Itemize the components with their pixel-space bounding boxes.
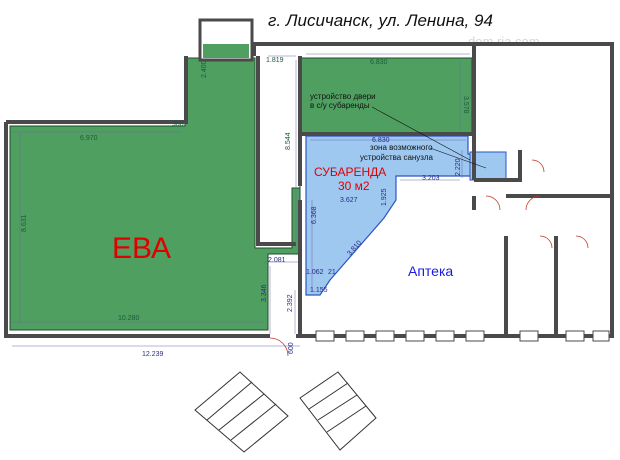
- dim-label: 8.631: [21, 214, 28, 232]
- dim-label: 2.220: [455, 158, 462, 176]
- room-label-pharmacy: Аптека: [408, 263, 453, 279]
- watermark: dom.ria.com: [468, 34, 540, 49]
- leader-lines: [371, 106, 487, 169]
- dim-label: 1.925: [381, 188, 388, 206]
- dimension-lines: [12, 53, 470, 347]
- dim-label: 10.280: [118, 315, 140, 322]
- subrent-area: [305, 135, 489, 296]
- room-label-subrent: СУБАРЕНДА: [314, 165, 386, 179]
- door-note-line2: в с/у субаренды: [310, 101, 370, 110]
- dim-label: 2.392: [287, 294, 294, 312]
- dim-label: 3.578: [462, 96, 469, 114]
- dim-label: 8.544: [285, 132, 292, 150]
- door-note-line1: устройство двери: [310, 92, 376, 101]
- dim-label: 1.155: [310, 287, 328, 294]
- dim-label: 3.627: [340, 197, 358, 204]
- door-swings: [269, 159, 589, 357]
- room-label-subrent-area: 30 м2: [338, 179, 370, 193]
- dim-label: 2.400: [201, 60, 208, 78]
- entrance-stairs: [194, 371, 377, 453]
- dim-label: 960: [172, 121, 184, 128]
- dim-label: 3.203: [422, 175, 440, 182]
- dim-label: 1.062: [306, 269, 324, 276]
- zone-note-line2: устройства санузла: [360, 153, 434, 162]
- windows: [315, 330, 610, 342]
- dim-label: 2.081: [268, 257, 286, 264]
- dim-label: 21: [328, 269, 336, 276]
- dim-label: 1.819: [266, 57, 284, 64]
- dim-label: 6.970: [80, 135, 98, 142]
- dim-label: 600: [288, 342, 295, 354]
- eva-area: [9, 57, 473, 331]
- dim-label: 6.830: [372, 137, 390, 144]
- zone-note-line1: зона возможного: [370, 143, 433, 152]
- plan-title: г. Лисичанск, ул. Ленина, 94: [268, 11, 493, 30]
- dim-label: 6.830: [370, 59, 388, 66]
- dim-label: 12.239: [142, 351, 164, 358]
- dim-label: 3.346: [261, 284, 268, 302]
- dim-label: 6.368: [311, 206, 318, 224]
- room-label-eva: ЕВА: [112, 232, 171, 265]
- north-annex-floor: [203, 44, 249, 58]
